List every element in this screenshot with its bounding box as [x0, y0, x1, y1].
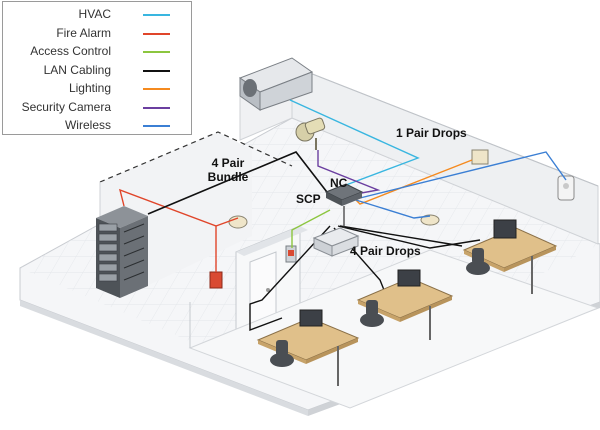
legend-swatch [143, 33, 170, 35]
legend-label: HVAC [78, 7, 111, 21]
cable-legend: HVAC Fire Alarm Access Control LAN Cabli… [2, 1, 192, 135]
legend-swatch [143, 51, 170, 53]
four-pair-drops-label: 4 Pair Drops [350, 244, 421, 258]
workspace-area [188, 249, 600, 409]
legend-swatch [143, 107, 170, 109]
legend-item-access-control: Access Control [3, 43, 191, 61]
scp-label: SCP [296, 192, 321, 206]
legend-label: Wireless [64, 118, 111, 132]
legend-label: Access Control [30, 44, 111, 58]
legend-swatch [143, 70, 170, 72]
legend-label: Lighting [68, 81, 111, 95]
legend-item-security-camera: Security Camera [3, 99, 191, 117]
legend-item-lan-cabling: LAN Cabling [3, 62, 191, 80]
server-rack [96, 206, 148, 298]
legend-swatch [143, 88, 170, 90]
legend-swatch [143, 14, 170, 16]
hvac-unit [238, 57, 314, 111]
security-camera [295, 117, 326, 150]
legend-item-hvac: HVAC [3, 6, 191, 24]
legend-swatch [143, 125, 170, 127]
workstation-desk [256, 309, 360, 386]
nc-label: NC [330, 176, 348, 190]
legend-item-fire-alarm: Fire Alarm [3, 25, 191, 43]
four-pair-bundle-label: 4 Pair Bundle [206, 156, 250, 184]
legend-label: Fire Alarm [56, 26, 111, 40]
legend-item-lighting: Lighting [3, 80, 191, 98]
legend-label: Security Camera [21, 100, 111, 114]
four-pair-bundle-line1: 4 Pair [211, 156, 245, 170]
network-cabinet [324, 183, 364, 228]
legend-item-wireless: Wireless [3, 117, 191, 135]
four-pair-bundle-line2: Bundle [207, 170, 249, 184]
workstation-desk [462, 219, 558, 294]
cabling [118, 99, 567, 332]
one-pair-drops-label: 1 Pair Drops [396, 126, 467, 140]
workstation-desk [356, 269, 454, 340]
legend-label: LAN Cabling [43, 63, 111, 77]
patch-panel [312, 227, 360, 257]
